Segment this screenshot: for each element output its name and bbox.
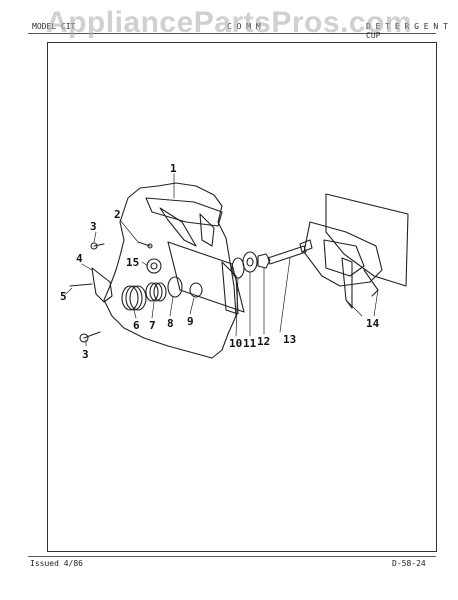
screw-3-bottom <box>83 331 101 339</box>
back-plate <box>167 241 245 313</box>
header-rule <box>28 33 436 34</box>
callout-11: 11 <box>243 337 257 350</box>
callout-1: 1 <box>170 162 177 175</box>
header-model: MODEL CIT <box>32 22 76 31</box>
callout-3-bottom: 3 <box>82 348 89 361</box>
washer-11 <box>242 251 258 273</box>
callout-14: 14 <box>366 317 380 330</box>
callout-4: 4 <box>76 252 83 265</box>
cam-8 <box>167 276 183 298</box>
diagram-frame <box>47 42 437 552</box>
footer-page-code: D-58-24 <box>392 559 426 568</box>
callout-10: 10 <box>229 337 242 350</box>
footer-issued: Issued 4/86 <box>30 559 83 568</box>
header-section: C O M M <box>227 22 261 31</box>
callout-8: 8 <box>167 317 174 330</box>
dispenser-lid <box>145 197 223 227</box>
nut-12 <box>257 253 271 269</box>
callout-6: 6 <box>133 319 140 332</box>
gasket-10 <box>231 257 245 279</box>
door-panel <box>103 182 237 359</box>
callout-5: 5 <box>60 290 67 303</box>
callout-7: 7 <box>149 319 156 332</box>
watermark-text: AppliancePartsPros.com <box>45 6 413 39</box>
pin-5 <box>69 283 93 287</box>
callout-12: 12 <box>257 335 270 348</box>
screw-3-top <box>93 243 105 247</box>
callout-9: 9 <box>187 315 194 328</box>
lever-4 <box>91 267 113 303</box>
detergent-cup-14 <box>303 193 409 309</box>
ring-9 <box>189 282 203 298</box>
spacer-15 <box>146 258 162 274</box>
callout-15: 15 <box>126 256 139 269</box>
spring-7 <box>145 282 167 302</box>
callout-3-top: 3 <box>90 220 97 233</box>
callout-13: 13 <box>283 333 296 346</box>
spring-6 <box>121 285 147 311</box>
header-title: D E T E R G E N T CUP <box>366 22 448 40</box>
footer-rule <box>28 556 436 557</box>
callout-2: 2 <box>114 208 121 221</box>
shaft-13 <box>267 245 307 265</box>
